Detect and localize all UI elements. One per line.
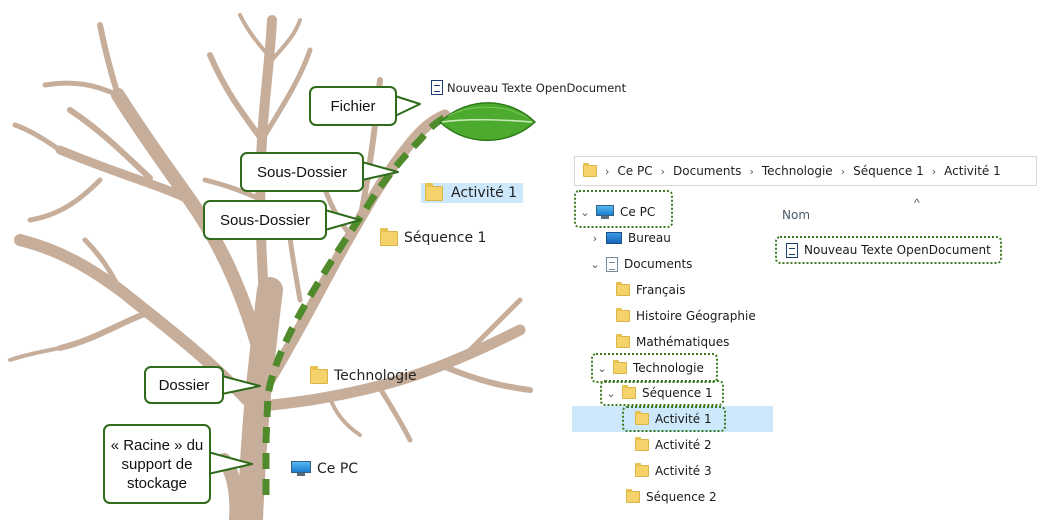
- document-icon: [786, 242, 798, 258]
- folder-icon: [622, 385, 636, 399]
- callout-pointers: [207, 95, 421, 475]
- highlight-technologie: [591, 353, 718, 383]
- nav-item-technologie[interactable]: ⌄ Technologie: [597, 357, 704, 379]
- nav-label: Séquence 1: [642, 386, 713, 400]
- folder-icon: [310, 365, 328, 384]
- nav-label: Activité 2: [655, 438, 712, 452]
- tree-label-sequence: Séquence 1: [380, 227, 487, 246]
- nav-item-mathematiques[interactable]: Mathématiques: [616, 331, 729, 353]
- tree-label-sequence-text: Séquence 1: [404, 230, 487, 246]
- folder-icon: [635, 437, 649, 451]
- activite-highlight: Activité 1: [421, 182, 524, 203]
- nav-label: Mathématiques: [636, 335, 730, 349]
- nav-label: Technologie: [633, 361, 704, 375]
- breadcrumb-item-documents[interactable]: Documents: [673, 164, 742, 178]
- breadcrumb-item-technologie[interactable]: Technologie: [761, 164, 833, 178]
- callout-fichier: Fichier: [309, 86, 397, 126]
- file-item-label: Nouveau Texte OpenDocument: [804, 243, 991, 257]
- tree-illustration: [8, 13, 537, 520]
- nav-item-activite-2[interactable]: Activité 2: [635, 434, 712, 456]
- chevron-right-icon[interactable]: ›: [660, 164, 666, 178]
- nav-label: Documents: [624, 257, 693, 271]
- leaf-icon: [438, 102, 537, 142]
- chevron-down-icon[interactable]: ⌄: [590, 257, 600, 271]
- folder-icon: [613, 360, 627, 374]
- nav-label: Histoire Géographie: [636, 309, 756, 323]
- nav-label: Bureau: [628, 231, 671, 245]
- nav-label: Français: [636, 283, 686, 297]
- computer-icon: [596, 205, 614, 219]
- computer-icon: [291, 461, 311, 477]
- tree-label-technologie: Technologie: [310, 365, 417, 384]
- breadcrumb-item-sequence[interactable]: Séquence 1: [853, 164, 924, 178]
- chevron-right-icon[interactable]: ›: [840, 164, 846, 178]
- document-icon: [431, 80, 443, 95]
- callout-racine: « Racine » du support de stockage: [103, 424, 211, 504]
- folder-icon: [635, 411, 649, 425]
- nav-label: Activité 1: [655, 412, 712, 426]
- callout-racine-line1: « Racine » du: [110, 436, 204, 454]
- nav-label: Activité 3: [655, 464, 712, 478]
- sort-caret-icon[interactable]: ^: [914, 196, 920, 210]
- nav-item-activite-3[interactable]: Activité 3: [635, 460, 712, 482]
- chevron-right-icon[interactable]: ›: [749, 164, 754, 178]
- nav-item-francais[interactable]: Français: [616, 279, 685, 301]
- tree-label-file-text: Nouveau Texte OpenDocument: [447, 80, 627, 95]
- breadcrumb-item-ce-pc[interactable]: Ce PC: [617, 164, 653, 178]
- tree-label-activite: Activité 1: [421, 182, 524, 203]
- callout-sous-dossier-2: Sous-Dossier: [203, 200, 327, 240]
- tree-label-ce-pc-text: Ce PC: [317, 461, 359, 477]
- nav-item-histoire[interactable]: Histoire Géographie: [616, 305, 756, 327]
- selected-row-background: [572, 406, 773, 432]
- nav-item-sequence-2[interactable]: Séquence 2: [626, 486, 717, 508]
- nav-label: Ce PC: [620, 205, 656, 219]
- nav-label: Séquence 2: [646, 490, 717, 504]
- folder-icon: [425, 182, 443, 201]
- file-item-opendocument[interactable]: Nouveau Texte OpenDocument: [786, 239, 991, 261]
- nav-item-ce-pc[interactable]: ⌄ Ce PC: [580, 201, 655, 223]
- folder-icon: [380, 227, 398, 246]
- nav-item-bureau[interactable]: › Bureau: [590, 227, 671, 249]
- tree-label-activite-text: Activité 1: [451, 185, 518, 201]
- callout-dossier: Dossier: [144, 366, 224, 404]
- nav-item-activite-1[interactable]: Activité 1: [635, 408, 712, 430]
- callout-racine-line2: support de: [121, 455, 193, 473]
- chevron-right-icon[interactable]: ›: [931, 164, 937, 178]
- folder-icon: [635, 463, 649, 477]
- tree-label-file: Nouveau Texte OpenDocument: [431, 80, 626, 95]
- documents-icon: [606, 256, 618, 272]
- highlight-ce-pc: [574, 190, 673, 228]
- breadcrumb-item-activite[interactable]: Activité 1: [944, 164, 1001, 178]
- chevron-right-icon: ›: [605, 164, 610, 178]
- tree-label-ce-pc: Ce PC: [291, 461, 358, 477]
- breadcrumb: › Ce PC › Documents › Technologie › Séqu…: [574, 156, 1037, 186]
- folder-icon: [616, 308, 630, 322]
- column-header-nom[interactable]: Nom: [782, 208, 811, 222]
- folder-icon: [583, 163, 597, 177]
- chevron-right-icon[interactable]: ›: [592, 231, 598, 245]
- highlight-sequence-1: [600, 380, 724, 406]
- chevron-down-icon[interactable]: ⌄: [597, 361, 607, 375]
- highlight-file-item: [775, 236, 1002, 264]
- desktop-icon: [606, 232, 622, 244]
- callout-sous-dossier-1: Sous-Dossier: [240, 152, 364, 192]
- highlight-activite-1: [622, 406, 726, 432]
- folder-icon: [616, 334, 630, 348]
- tree-label-technologie-text: Technologie: [334, 368, 417, 384]
- chevron-down-icon[interactable]: ⌄: [606, 386, 616, 400]
- storage-path: [262, 114, 446, 495]
- chevron-down-icon[interactable]: ⌄: [580, 205, 590, 219]
- callout-racine-line3: stockage: [126, 474, 188, 492]
- nav-item-documents[interactable]: ⌄ Documents: [590, 253, 692, 275]
- folder-icon: [626, 489, 640, 503]
- folder-icon: [616, 282, 630, 296]
- nav-item-sequence-1[interactable]: ⌄ Séquence 1: [606, 382, 713, 404]
